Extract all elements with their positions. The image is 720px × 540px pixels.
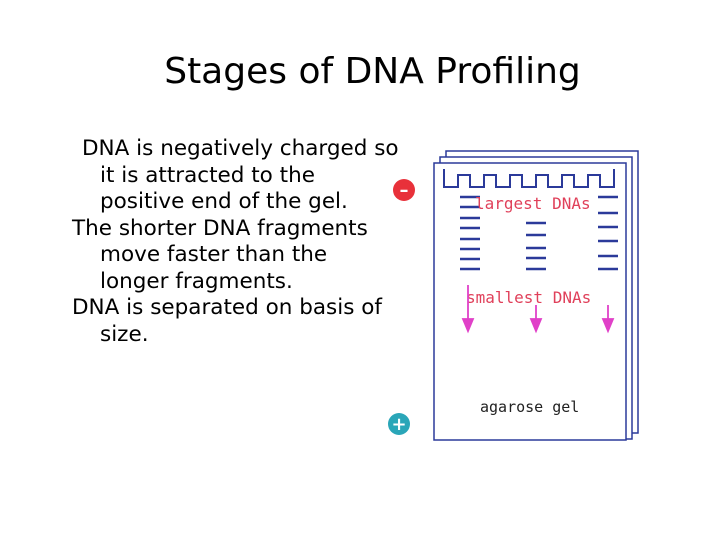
negative-symbol: –: [400, 180, 409, 201]
arrow-down-icon: [601, 305, 615, 334]
arrow-down-icon: [529, 305, 543, 334]
page-title: Stages of DNA Profiling: [164, 51, 581, 92]
positive-electrode-icon: +: [388, 413, 410, 435]
bullet-item: DNA is separated on basis of size.: [72, 295, 382, 347]
label-smallest-dnas: smallest DNAs: [466, 288, 591, 307]
dna-bands: [460, 195, 618, 271]
bullet-item: The shorter DNA fragments move faster th…: [72, 215, 368, 294]
gel-wells: [443, 169, 615, 188]
migration-arrows: [461, 285, 615, 334]
arrow-down-icon: [461, 285, 475, 334]
gel-layer-front: [433, 162, 627, 441]
bullet-item: DNA is negatively charged so it is attra…: [82, 136, 399, 214]
gel-box: [433, 150, 639, 441]
positive-symbol: +: [391, 414, 406, 435]
label-agarose-gel: agarose gel: [480, 398, 579, 416]
label-largest-dnas: largest DNAs: [475, 194, 591, 213]
bullet-list: DNA is negatively charged so it is attra…: [72, 136, 402, 348]
gel-electrophoresis-diagram: – + largest DNAs smallest DNAs: [388, 150, 639, 441]
negative-electrode-icon: –: [393, 179, 415, 201]
